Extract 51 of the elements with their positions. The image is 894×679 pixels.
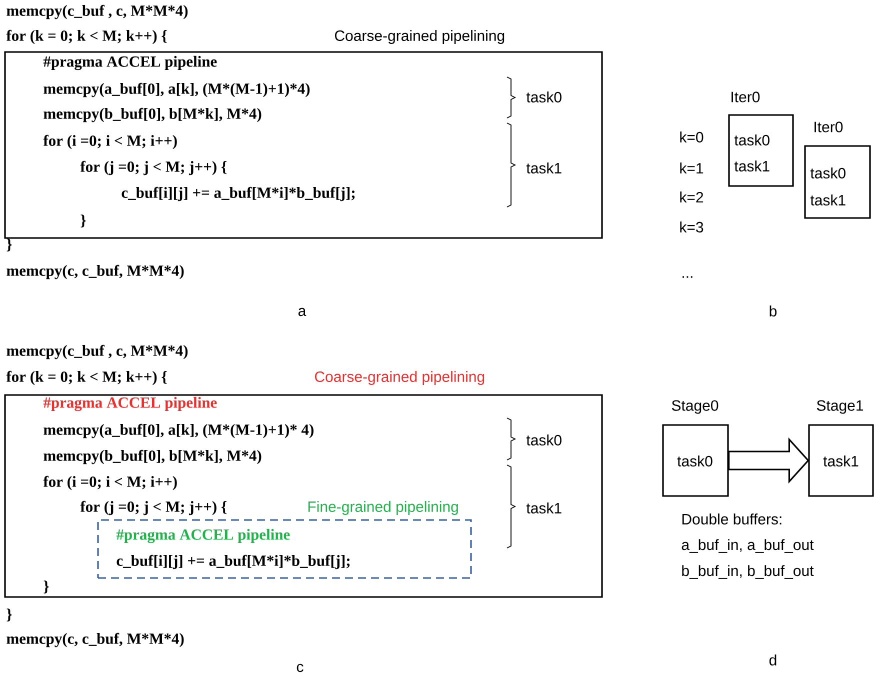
code-line: memcpy(a_buf[0], a[k], (M*(M-1)+1)* 4): [44, 424, 314, 438]
code-line: for (j =0; j < M; j++) {: [80, 160, 226, 176]
code-line: c_buf[i][j] += a_buf[M*i]*b_buf[j];: [122, 186, 355, 202]
code-line: memcpy(b_buf[0], b[M*k], M*4): [44, 108, 262, 122]
code-line: c_buf[i][j] += a_buf[M*i]*b_buf[j];: [116, 554, 350, 570]
caption-line: Double buffers:: [682, 513, 782, 524]
bracket-label: task0: [526, 92, 562, 102]
caption-line: a_buf_in, a_buf_out: [682, 539, 814, 553]
block-arrow: [728, 437, 810, 484]
task-label: task0: [810, 168, 846, 178]
code-line: memcpy(c, c_buf, M*M*4): [6, 264, 184, 280]
panel-letter: c: [296, 664, 304, 672]
heading: Coarse-grained pipelining: [314, 371, 484, 385]
heading: Coarse-grained pipelining: [334, 30, 504, 44]
code-line: }: [80, 214, 86, 228]
loop-index: k=0: [680, 132, 704, 142]
bracket-label: task1: [526, 502, 562, 514]
code-line: }: [44, 580, 49, 594]
task-label: task0: [677, 455, 712, 466]
code-line: for (i =0; i < M; i++): [43, 476, 177, 490]
ellipsis: ...: [682, 276, 692, 278]
panel-letter: b: [770, 306, 777, 316]
code-line: }: [6, 608, 12, 622]
code-line: #pragma ACCEL pipeline: [116, 528, 290, 544]
caption-line: b_buf_in, b_buf_out: [682, 565, 814, 579]
code-line: memcpy(b_buf[0], b[M*k], M*4): [44, 450, 262, 464]
loop-index: k=1: [680, 162, 704, 174]
code-line: memcpy(c, c_buf, M*M*4): [6, 632, 184, 648]
task-label: task0: [734, 134, 770, 146]
code-line: for (j =0; j < M; j++) {: [80, 500, 226, 516]
box-title: Iter0: [814, 122, 843, 132]
code-line: for (i =0; i < M; i++): [43, 134, 177, 150]
loop-index: k=2: [680, 192, 704, 202]
task-label: task1: [823, 455, 858, 466]
loop-index: k=3: [680, 222, 704, 232]
stage-title: Stage1: [816, 400, 864, 414]
panel-letter: d: [769, 654, 776, 666]
code-line: memcpy(a_buf[0], a[k], (M*(M-1)+1)*4): [44, 82, 310, 98]
task-label: task1: [734, 160, 770, 172]
code-line: memcpy(c_buf , c, M*M*4): [6, 4, 188, 20]
code-line: #pragma ACCEL pipeline: [43, 56, 217, 70]
code-line: for (k = 0; k < M; k++) {: [6, 370, 167, 386]
bracket-label: task1: [526, 162, 562, 174]
code-line: #pragma ACCEL pipeline: [43, 396, 217, 412]
code-line: memcpy(c_buf , c, M*M*4): [6, 344, 188, 360]
panel-letter: a: [298, 308, 306, 316]
stage-title: Stage0: [672, 400, 718, 414]
box-title: Iter0: [732, 92, 760, 102]
bracket-label: task0: [526, 434, 562, 446]
task-label: task1: [810, 194, 846, 206]
heading: Fine-grained pipelining: [308, 501, 458, 515]
